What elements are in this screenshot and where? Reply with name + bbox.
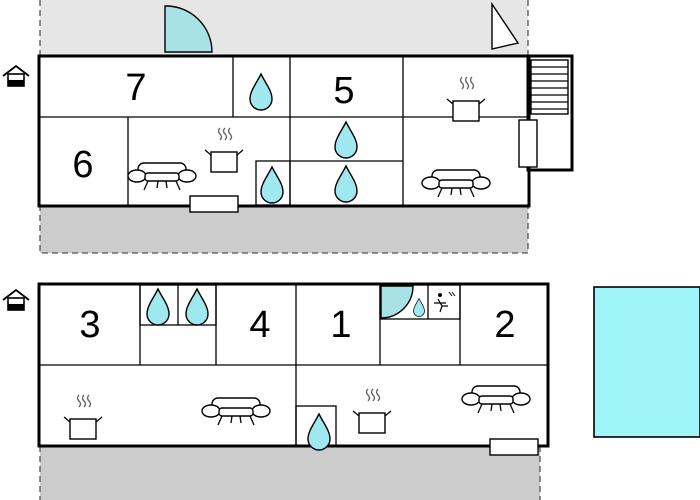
terrace-lower bbox=[40, 446, 540, 500]
water-drop-icon bbox=[249, 73, 273, 111]
water-drop-icon bbox=[185, 288, 209, 326]
cooking-pot-icon bbox=[446, 76, 486, 122]
water-drop-icon bbox=[413, 297, 425, 317]
door-swing-icon bbox=[491, 1, 520, 50]
radiator bbox=[489, 438, 539, 456]
wall-panel bbox=[518, 119, 538, 168]
cooking-pot-icon bbox=[204, 127, 244, 173]
room-7-label: 7 bbox=[125, 67, 146, 109]
swimming-pool bbox=[593, 286, 700, 438]
door-swing-icon bbox=[380, 285, 414, 319]
room-5-label: 5 bbox=[333, 70, 354, 112]
cooking-pot-icon bbox=[352, 388, 392, 434]
radiator bbox=[189, 195, 239, 213]
door-swing-icon bbox=[164, 5, 213, 53]
shower-person-icon bbox=[434, 291, 456, 313]
room-1-label: 1 bbox=[330, 304, 351, 346]
sofa-icon bbox=[421, 169, 491, 198]
room-6-label: 6 bbox=[72, 144, 93, 186]
terrace-upper bbox=[40, 205, 528, 253]
house-icon bbox=[2, 289, 30, 311]
sofa-icon bbox=[461, 385, 531, 414]
room-3-label: 3 bbox=[79, 304, 100, 346]
water-drop-icon bbox=[260, 166, 284, 204]
sofa-icon bbox=[201, 397, 271, 426]
lower-floor-outline bbox=[37, 282, 550, 448]
sofa-icon bbox=[127, 162, 197, 191]
room-4-label: 4 bbox=[249, 304, 270, 346]
outdoor-area-top bbox=[40, 0, 528, 57]
water-drop-icon bbox=[334, 121, 358, 159]
cooking-pot-icon bbox=[63, 394, 103, 440]
water-drop-icon bbox=[146, 288, 170, 326]
staircase-icon bbox=[530, 59, 569, 115]
staircase-area bbox=[526, 54, 574, 172]
house-icon bbox=[2, 65, 30, 87]
water-drop-icon bbox=[334, 165, 358, 203]
water-drop-icon bbox=[307, 413, 331, 451]
room-2-label: 2 bbox=[494, 304, 515, 346]
